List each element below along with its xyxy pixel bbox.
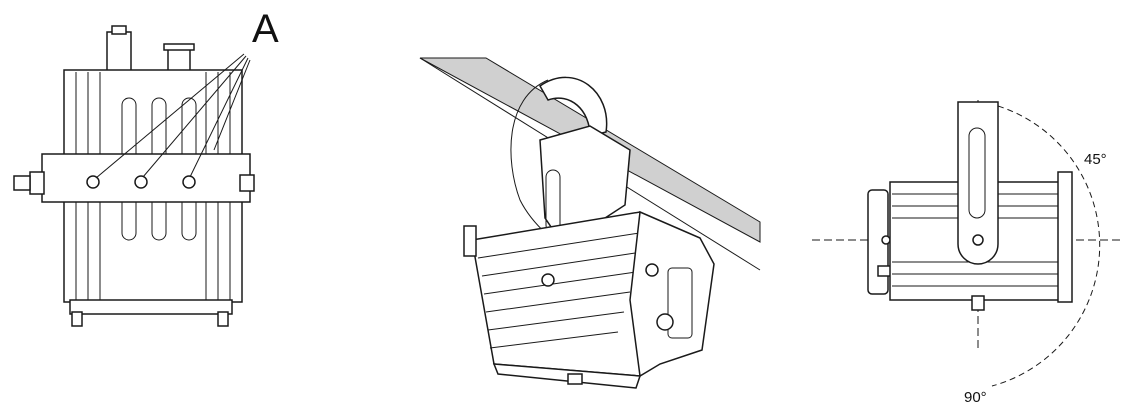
mounting-hole	[182, 175, 196, 189]
mounting-hole	[86, 175, 100, 189]
side-knob-right	[239, 174, 255, 192]
base-frame	[69, 299, 233, 315]
side-knob-left	[29, 171, 45, 195]
view-tilt-angles: 45° 90°	[812, 100, 1120, 406]
cooling-fins	[477, 231, 647, 349]
safety-eyelet	[645, 263, 659, 277]
pipe-clamp	[539, 76, 608, 137]
front-bezel	[1057, 171, 1073, 303]
yoke-bolt	[541, 273, 555, 287]
yoke	[957, 101, 999, 265]
pivot	[972, 234, 984, 246]
cable-gland	[167, 47, 191, 73]
label-90-degrees: 90°	[964, 389, 987, 406]
leader-lines	[95, 53, 251, 179]
tilt-arc	[991, 105, 1101, 387]
top-connector	[106, 31, 132, 73]
yoke	[539, 125, 631, 241]
top-connector-cap	[111, 25, 127, 35]
view-bracket-holes: A	[13, 7, 279, 327]
label-a: A	[252, 7, 279, 51]
front-panel	[629, 210, 715, 378]
bottom-knob	[971, 295, 985, 311]
tilt-knob	[656, 313, 674, 331]
view-hanging-on-pipe	[419, 57, 761, 389]
base-frame	[492, 363, 642, 389]
mounting-hole	[134, 175, 148, 189]
cooling-fins	[892, 193, 1058, 287]
label-45-degrees: 45°	[1084, 151, 1107, 168]
